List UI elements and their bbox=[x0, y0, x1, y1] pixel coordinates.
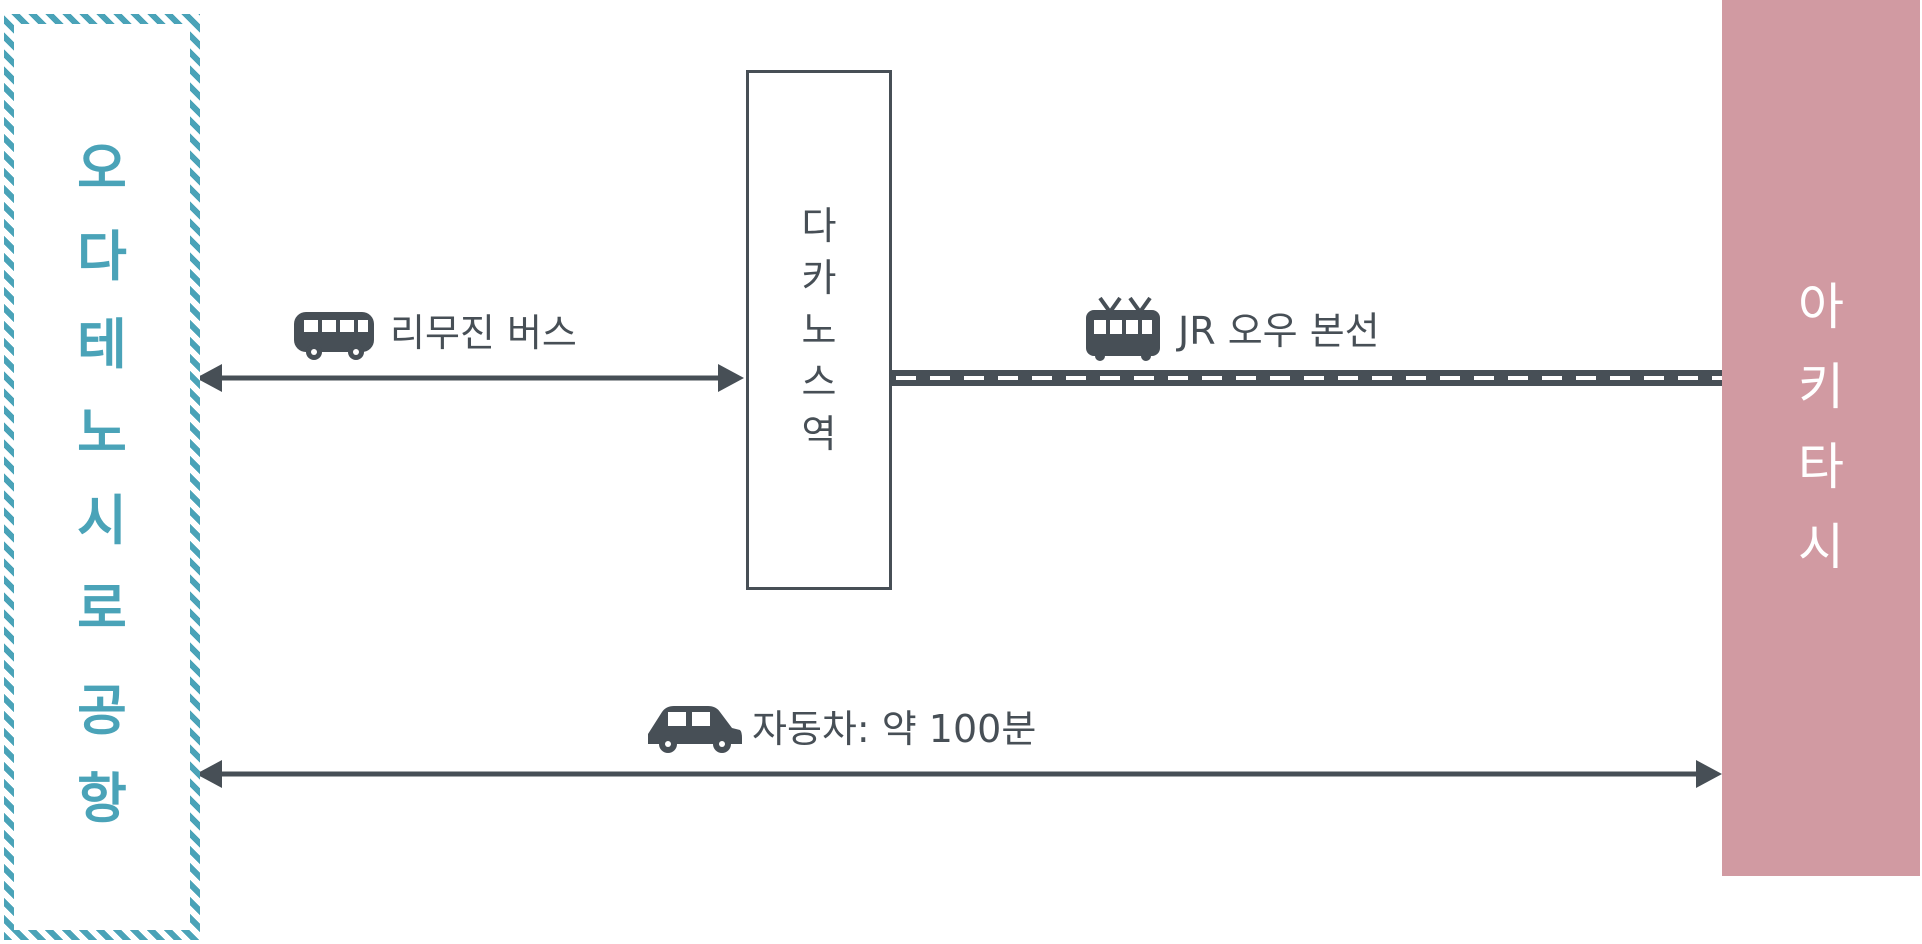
station-char: 다 bbox=[801, 204, 837, 248]
city-node: 아 키 타 시 bbox=[1722, 0, 1920, 876]
station-char: 스 bbox=[801, 360, 837, 404]
airport-node: 오 다 테 노 시 로 공 항 bbox=[4, 14, 200, 940]
airport-name: 오 다 테 노 시 로 공 항 bbox=[14, 24, 190, 930]
city-char: 시 bbox=[1798, 518, 1844, 576]
train-icon bbox=[1086, 296, 1160, 361]
airport-char: 오 bbox=[77, 137, 127, 200]
airport-char: 테 bbox=[77, 313, 127, 376]
airport-char: 로 bbox=[77, 577, 127, 640]
bus-icon bbox=[294, 312, 374, 360]
bus-route bbox=[196, 364, 744, 392]
airport-char: 공 bbox=[77, 679, 127, 742]
airport-char: 항 bbox=[77, 767, 127, 830]
station-char: 역 bbox=[801, 412, 837, 456]
bus-route-label: 리무진 버스 bbox=[390, 311, 577, 355]
airport-char: 시 bbox=[77, 489, 127, 552]
airport-char: 다 bbox=[77, 225, 127, 288]
train-route-label: JR 오우 본선 bbox=[1178, 309, 1380, 353]
car-icon bbox=[648, 706, 742, 753]
city-char: 키 bbox=[1798, 358, 1844, 416]
train-route bbox=[892, 370, 1722, 386]
airport-char: 노 bbox=[77, 401, 127, 464]
car-route bbox=[196, 760, 1722, 788]
city-char: 타 bbox=[1798, 438, 1844, 496]
station-char: 노 bbox=[801, 308, 837, 352]
city-char: 아 bbox=[1798, 278, 1844, 336]
car-route-label: 자동차: 약 100분 bbox=[752, 707, 1037, 751]
station-node: 다 카 노 스 역 bbox=[746, 70, 892, 590]
station-char: 카 bbox=[801, 256, 837, 300]
